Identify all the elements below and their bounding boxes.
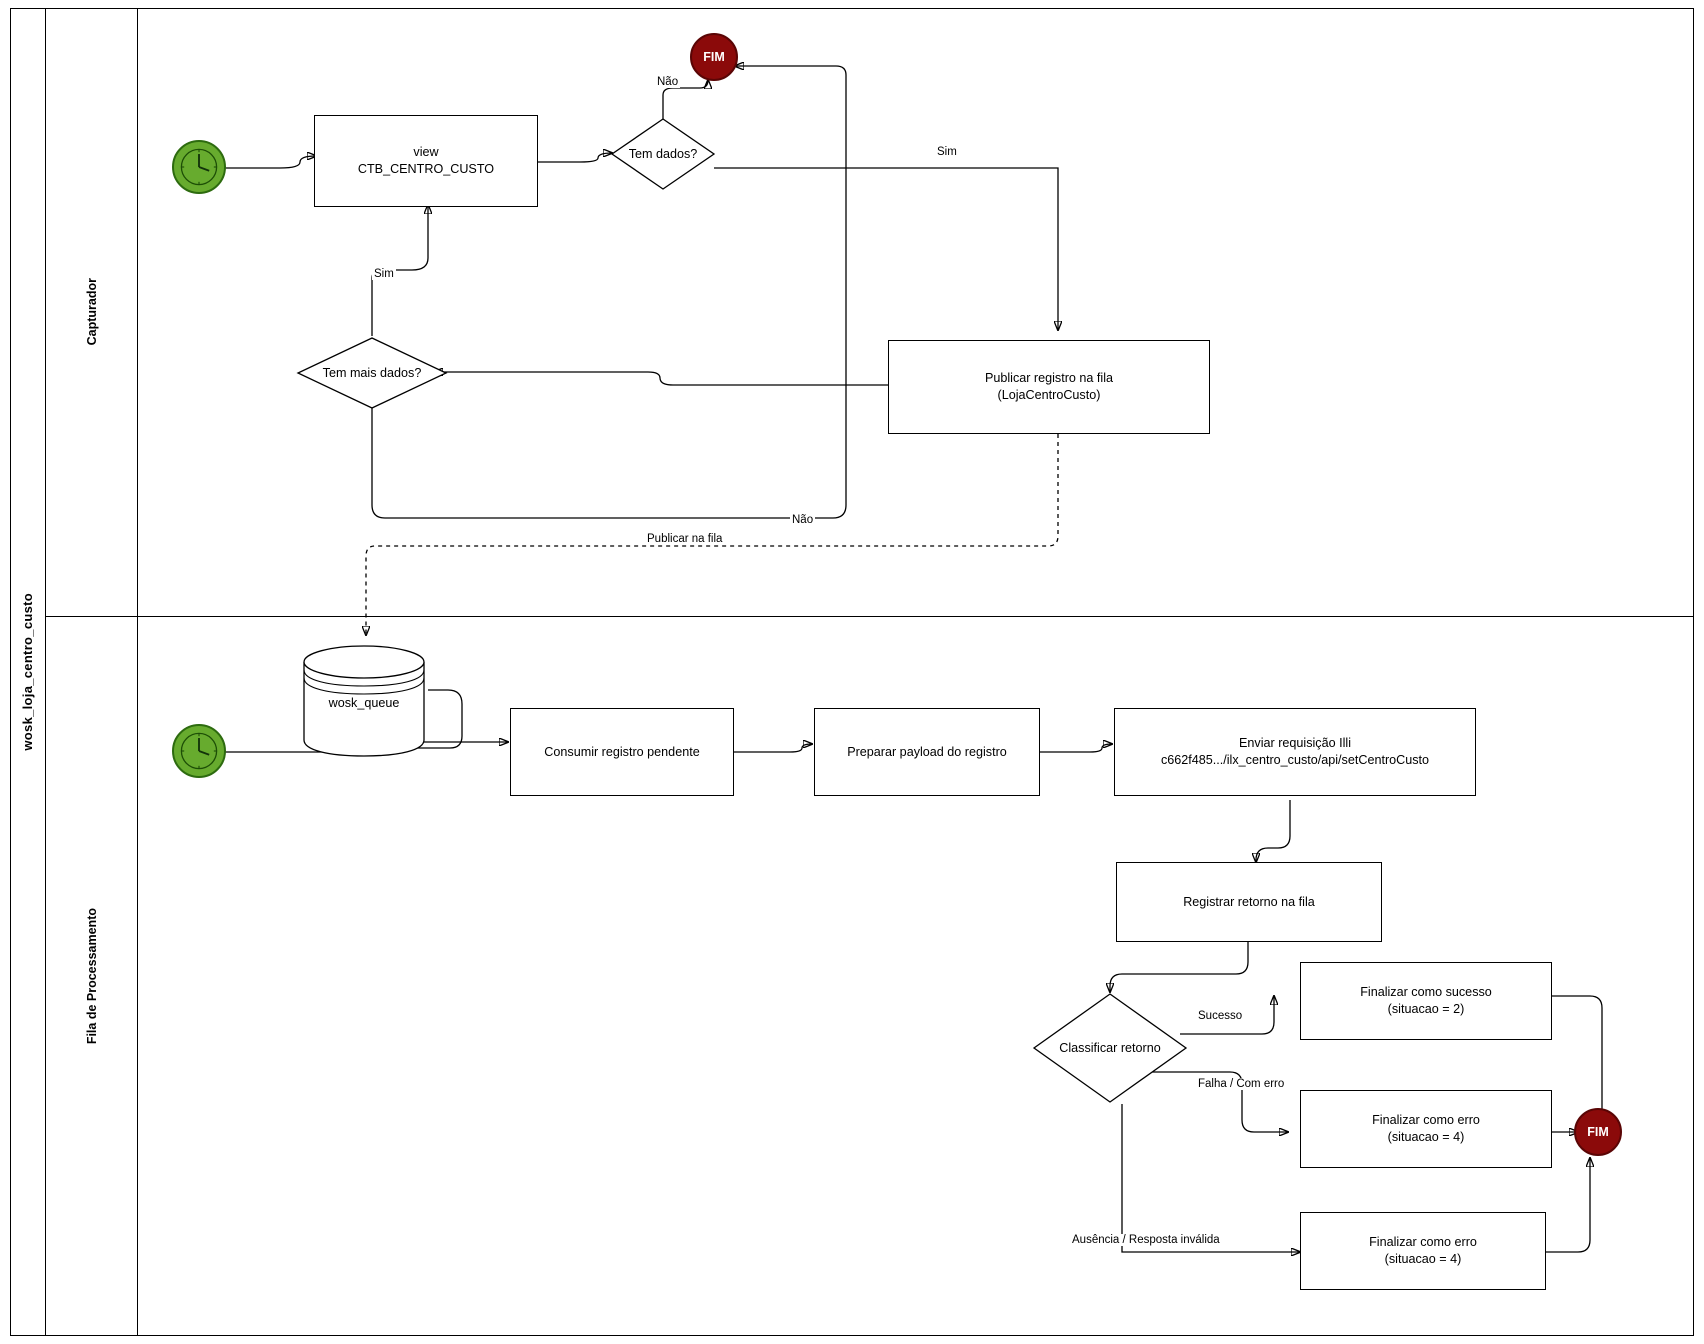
task-sucesso-line1: Finalizar como sucesso	[1360, 985, 1492, 999]
edge-label-publicar-na-fila: Publicar na fila	[645, 533, 725, 545]
task-publicar-line1: Publicar registro na fila	[984, 371, 1114, 385]
task-view-ctb-centro-custo[interactable]: view CTB_CENTRO_CUSTO	[314, 115, 538, 207]
edge-label-sim-publicar: Sim	[935, 146, 959, 158]
task-finalizar-como-erro-1[interactable]: Finalizar como erro (situacao = 4)	[1300, 1090, 1552, 1168]
edge-label-nao-loop: Não	[790, 514, 816, 526]
edge-label-sucesso: Sucesso	[1196, 1010, 1245, 1022]
fila-end-label: FIM	[1587, 1125, 1609, 1139]
task-consumir-line1: Consumir registro pendente	[544, 744, 700, 759]
diamond-shape	[610, 118, 716, 190]
task-erro1-line2: (situacao = 4)	[1387, 1130, 1465, 1144]
pool-title: wosk_loja_centro_custo	[10, 8, 46, 1336]
lane-fila-de-processamento: Fila de Processamento	[46, 616, 138, 1336]
task-erro1-line1: Finalizar como erro	[1372, 1113, 1480, 1127]
task-enviar-line1: Enviar requisição Illi	[1239, 736, 1351, 750]
task-registrar-retorno-na-fila[interactable]: Registrar retorno na fila	[1116, 862, 1382, 942]
task-preparar-payload[interactable]: Preparar payload do registro	[814, 708, 1040, 796]
task-preparar-line1: Preparar payload do registro	[847, 744, 1007, 759]
task-erro2-line1: Finalizar como erro	[1369, 1235, 1477, 1249]
gateway-tem-dados-label: Tem dados?	[628, 147, 698, 161]
lane-divider	[46, 616, 1694, 617]
diamond-shape	[296, 337, 448, 409]
lane-capturador-label: Capturador	[84, 278, 99, 346]
gateway-classificar-label: Classificar retorno	[1059, 1041, 1161, 1055]
lane-capturador: Capturador	[46, 8, 138, 616]
lane-fila-label: Fila de Processamento	[84, 907, 99, 1045]
edge-label-falha: Falha / Com erro	[1196, 1078, 1287, 1090]
task-erro2-line2: (situacao = 4)	[1384, 1252, 1462, 1266]
edge-label-ausencia: Ausência / Resposta inválida	[1070, 1234, 1222, 1246]
capturador-end-label: FIM	[703, 50, 725, 64]
task-registrar-line1: Registrar retorno na fila	[1183, 894, 1315, 909]
gateway-tem-dados[interactable]: Tem dados?	[610, 117, 716, 191]
task-enviar-requisicao[interactable]: Enviar requisição Illi c662f485.../ilx_c…	[1114, 708, 1476, 796]
edge-label-sim-loop: Sim	[372, 268, 396, 280]
datastore-wosk-queue-label: wosk_queue	[328, 696, 400, 710]
diamond-shape	[1032, 993, 1188, 1103]
gateway-tem-mais-dados[interactable]: Tem mais dados?	[296, 336, 448, 410]
task-sucesso-line2: (situacao = 2)	[1387, 1002, 1465, 1016]
clock-icon	[180, 148, 218, 186]
pool-title-label: wosk_loja_centro_custo	[20, 593, 35, 751]
gateway-classificar-retorno[interactable]: Classificar retorno	[1032, 992, 1188, 1104]
task-view-line2: CTB_CENTRO_CUSTO	[357, 162, 495, 176]
task-finalizar-como-sucesso[interactable]: Finalizar como sucesso (situacao = 2)	[1300, 962, 1552, 1040]
task-enviar-line2: c662f485.../ilx_centro_custo/api/setCent…	[1160, 753, 1430, 767]
capturador-end-event[interactable]: FIM	[690, 33, 738, 81]
fila-end-event[interactable]: FIM	[1574, 1108, 1622, 1156]
task-finalizar-como-erro-2[interactable]: Finalizar como erro (situacao = 4)	[1300, 1212, 1546, 1290]
datastore-wosk-queue[interactable]: wosk_queue	[300, 640, 428, 758]
cylinder-shape	[303, 645, 425, 757]
fila-start-event[interactable]	[172, 724, 226, 778]
clock-icon	[180, 732, 218, 770]
gateway-tem-mais-dados-label: Tem mais dados?	[322, 366, 422, 380]
task-view-line1: view	[413, 145, 439, 159]
task-consumir-registro-pendente[interactable]: Consumir registro pendente	[510, 708, 734, 796]
edge-label-nao-fim: Não	[655, 76, 681, 88]
task-publicar-line2: (LojaCentroCusto)	[997, 388, 1101, 402]
task-publicar-registro-na-fila[interactable]: Publicar registro na fila (LojaCentroCus…	[888, 340, 1210, 434]
capturador-start-event[interactable]	[172, 140, 226, 194]
